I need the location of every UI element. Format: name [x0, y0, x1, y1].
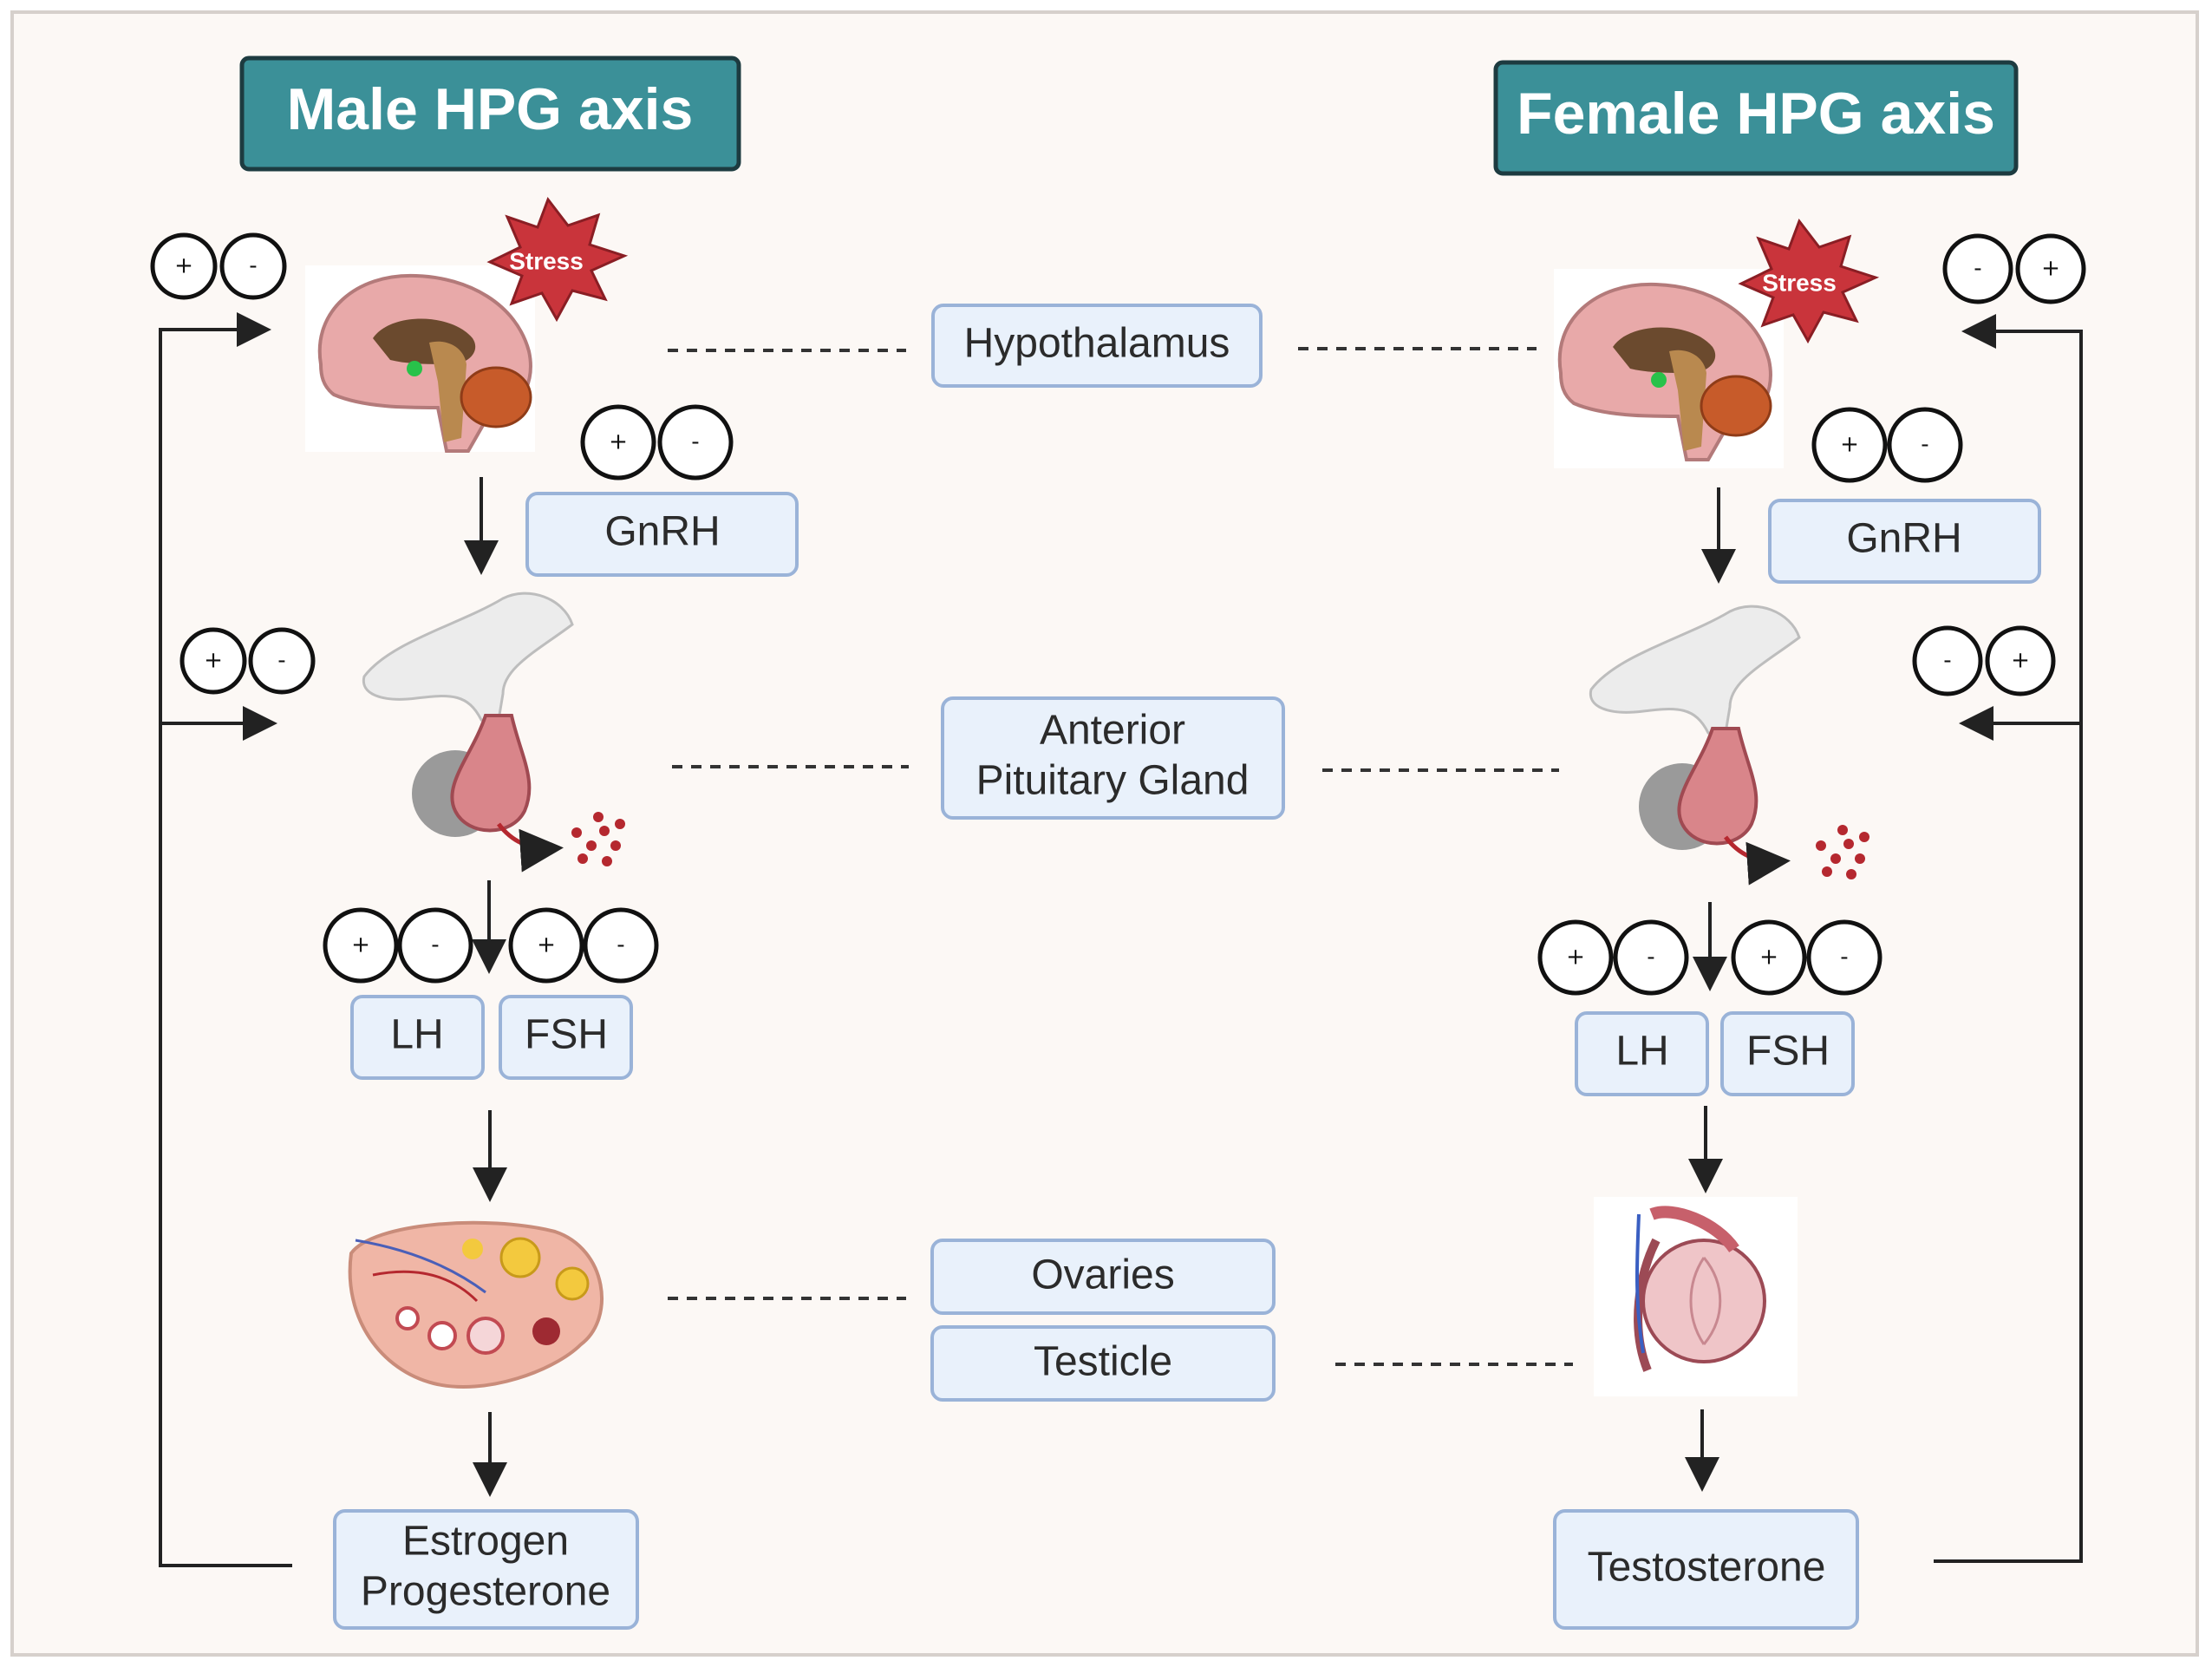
testicle-illustration [1594, 1197, 1798, 1396]
svg-text:+: + [174, 253, 193, 279]
regulation-signs-right-fsh: + - [1731, 919, 1882, 996]
hypothalamus-label: Hypothalamus [931, 304, 1263, 388]
estrogen-progesterone-label: Estrogen Progesterone [333, 1509, 639, 1630]
svg-text:+: + [2011, 648, 2030, 674]
svg-text:Progesterone: Progesterone [361, 1569, 610, 1615]
fsh-label-left: FSH [499, 995, 633, 1080]
testicle-label: Testicle [930, 1325, 1276, 1402]
svg-text:-: - [1647, 945, 1654, 971]
testosterone-label: Testosterone [1553, 1509, 1859, 1630]
svg-text:+: + [351, 932, 370, 958]
ovaries-label: Ovaries [930, 1239, 1276, 1315]
brain-illustration-left [305, 265, 535, 453]
svg-text:Stress: Stress [509, 247, 584, 274]
diagram-frame [10, 10, 2199, 1657]
svg-text:+: + [2041, 256, 2060, 282]
regulation-signs-right-gnrh: + - [1811, 407, 1963, 483]
pituitary-illustration-right [1589, 605, 1869, 886]
ovary-illustration [348, 1220, 604, 1389]
regulation-signs-right-hypothalamus: - + [1942, 233, 2086, 304]
gnrh-label-right: GnRH [1768, 499, 2041, 584]
svg-text:-: - [431, 932, 439, 958]
svg-text:Pituitary Gland: Pituitary Gland [976, 758, 1250, 804]
feedback-loop-right-hypothalamus [1934, 314, 2083, 1563]
svg-text:+: + [1840, 432, 1859, 458]
regulation-signs-left-lh: + - [323, 907, 473, 984]
svg-text:+: + [609, 429, 628, 455]
svg-text:GnRH: GnRH [1846, 516, 1961, 562]
svg-text:Hypothalamus: Hypothalamus [964, 321, 1230, 367]
svg-text:Anterior: Anterior [1040, 708, 1185, 754]
svg-text:-: - [1921, 432, 1928, 458]
svg-text:LH: LH [390, 1012, 443, 1058]
svg-text:-: - [277, 648, 285, 674]
svg-text:+: + [1759, 945, 1778, 971]
brain-illustration-right [1554, 269, 1784, 468]
lh-label-right: LH [1575, 1011, 1709, 1096]
svg-text:Stress: Stress [1762, 269, 1837, 296]
svg-text:FSH: FSH [525, 1012, 608, 1058]
stress-star-left: Stress [486, 196, 629, 323]
svg-text:Ovaries: Ovaries [1031, 1252, 1174, 1298]
male-title: Male HPG axis [239, 56, 741, 172]
stress-star-right: Stress [1738, 218, 1880, 344]
svg-text:Testicle: Testicle [1034, 1339, 1172, 1385]
svg-text:Female HPG axis: Female HPG axis [1517, 81, 1995, 147]
svg-text:+: + [1566, 945, 1585, 971]
svg-text:LH: LH [1615, 1029, 1668, 1075]
regulation-signs-right-pituitary: - + [1912, 625, 2056, 696]
regulation-signs-right-lh: + - [1537, 919, 1689, 996]
svg-text:-: - [1840, 945, 1848, 971]
svg-text:-: - [1943, 648, 1951, 674]
svg-text:-: - [249, 253, 257, 279]
regulation-signs-left-fsh: + - [508, 907, 659, 984]
pituitary-illustration-left [362, 592, 625, 873]
svg-text:Male HPG axis: Male HPG axis [287, 76, 694, 142]
svg-text:+: + [204, 648, 223, 674]
svg-text:+: + [537, 932, 556, 958]
feedback-loop-left-hypothalamus [159, 312, 292, 1567]
svg-text:FSH: FSH [1746, 1029, 1830, 1075]
regulation-signs-left-gnrh: + - [580, 404, 734, 480]
svg-text:-: - [617, 932, 624, 958]
regulation-signs-left-hypothalamus: + - [150, 232, 287, 300]
lh-label-left: LH [350, 995, 485, 1080]
gnrh-label-left: GnRH [525, 492, 799, 577]
svg-text:-: - [691, 429, 699, 455]
svg-text:-: - [1974, 256, 1981, 282]
regulation-signs-left-pituitary: + - [179, 627, 316, 695]
fsh-label-right: FSH [1720, 1011, 1855, 1096]
pituitary-label: Anterior Pituitary Gland [941, 696, 1285, 820]
svg-text:GnRH: GnRH [604, 509, 720, 555]
svg-text:Estrogen: Estrogen [402, 1519, 569, 1565]
female-title: Female HPG axis [1493, 60, 2019, 176]
svg-text:Testosterone: Testosterone [1588, 1545, 1826, 1591]
